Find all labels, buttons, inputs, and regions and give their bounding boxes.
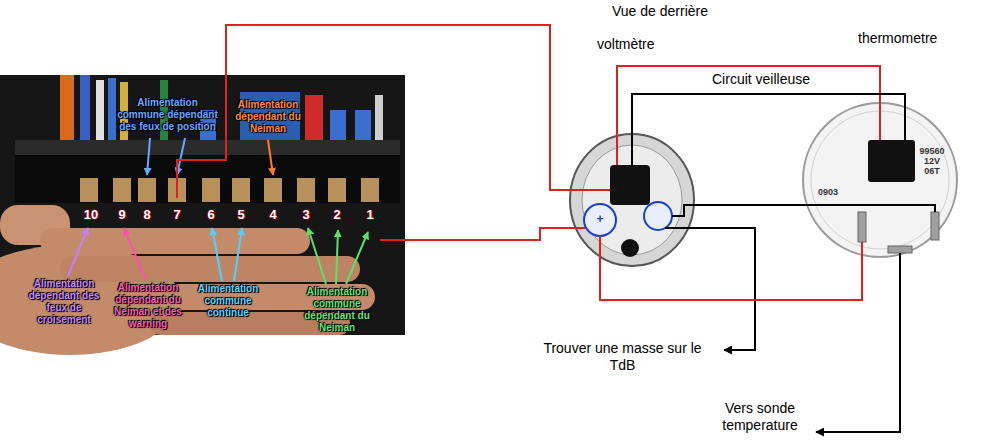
red-wire-fuse-1 [380, 228, 568, 240]
fuse-annotation: Alimentation dépendant des feux de crois… [26, 278, 102, 326]
gauge-marking: 99560 12V 06T [917, 146, 947, 176]
circuit-label: Circuit veilleuse [712, 71, 810, 88]
callout-number: 10 [82, 207, 100, 223]
voltmeter-gauge: voltmètre+ [568, 128, 696, 268]
thermometer-gauge: thermometre090399560 12V 06T [800, 100, 960, 260]
ground-note: Trouver une masse sur le TdB [530, 340, 715, 374]
callout-number: 4 [265, 207, 281, 223]
fuse-box-photo [0, 75, 405, 355]
fuse-annotation: Alimentation commune dépendant du Neiman [300, 286, 374, 334]
ground-wire [696, 228, 755, 350]
fuse-annotation: Alimentation dépendant du Neiman [233, 99, 303, 135]
gauge-heading: voltmètre [597, 36, 655, 53]
wires [177, 25, 900, 432]
gauge-marking: 0903 [818, 187, 838, 198]
callout-number: 1 [362, 207, 378, 223]
callout-number: 9 [114, 207, 130, 223]
fuse-annotation: Alimentation commune continue [192, 283, 264, 319]
red-wire-fuse-7 [177, 25, 568, 198]
ground-link-wire [696, 204, 800, 206]
callout-number: 8 [139, 207, 155, 223]
thermometer-gauge-outline [800, 100, 960, 260]
voltmeter-gauge-outline [568, 128, 696, 268]
gauge-heading: thermometre [858, 30, 937, 47]
sensor-wire [816, 260, 900, 432]
view-title: Vue de derrière [612, 3, 708, 20]
fuse-annotation: Alimentation dépendant du Neiman et des … [108, 282, 188, 330]
callout-number: 3 [298, 207, 314, 223]
fuse-sockets [80, 178, 379, 202]
fuse-annotation: Alimentation commune dépendant des feux … [115, 97, 220, 133]
sensor-note: Vers sonde temperature [708, 400, 812, 434]
callout-number: 6 [203, 207, 219, 223]
callout-number: 7 [169, 207, 185, 223]
callout-number: 5 [233, 207, 249, 223]
callout-number: 2 [329, 207, 345, 223]
terminal-sign: + [595, 212, 605, 226]
